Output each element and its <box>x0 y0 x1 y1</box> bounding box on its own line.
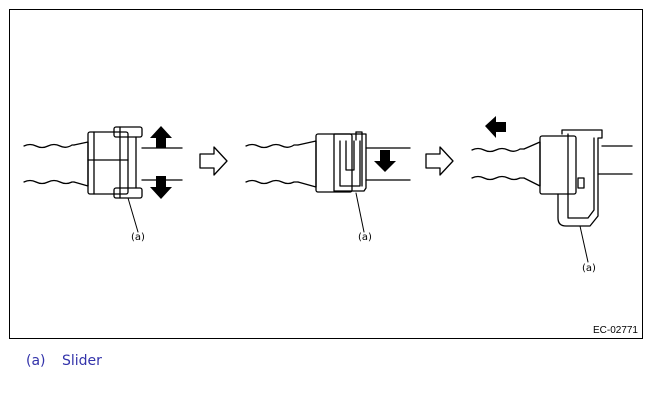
hose-lower-edge-2 <box>245 179 299 185</box>
hose-lower-edge-1 <box>23 179 75 185</box>
leader-line-1 <box>127 197 139 233</box>
hose-upper-edge-3 <box>471 147 525 153</box>
arrow-down-icon <box>150 176 172 199</box>
arrow-down-icon <box>374 150 396 172</box>
callout-a-3: (a) <box>582 263 596 274</box>
connector-body-3 <box>539 135 577 195</box>
arrow-up-icon <box>150 126 172 148</box>
tube-collar-2 <box>297 140 317 188</box>
connector-body-1 <box>87 131 129 195</box>
figure-code: EC-02771 <box>592 325 638 336</box>
callout-a-1: (a) <box>131 232 145 243</box>
leader-line-3 <box>579 225 589 263</box>
hose-upper-edge-2 <box>245 143 299 149</box>
callout-a-2: (a) <box>358 232 372 243</box>
legend-label: Slider <box>62 353 102 369</box>
arrow-left-icon <box>485 116 506 138</box>
diagram-frame: (a) (a) (a) EC-02771 <box>9 9 643 339</box>
step-2-connector <box>245 131 411 233</box>
slider-3 <box>557 129 603 227</box>
slider-top-1 <box>113 126 143 138</box>
legend: (a) Slider <box>26 353 102 369</box>
slider-2 <box>333 133 367 192</box>
hose-upper-edge-1 <box>23 143 75 149</box>
leader-line-2 <box>355 192 365 233</box>
tube-collar-3 <box>523 141 541 187</box>
step-3-connector <box>471 129 633 263</box>
legend-key: (a) <box>26 353 46 369</box>
arrow-right-outline-icon <box>425 146 454 176</box>
connector-diagram <box>23 116 633 263</box>
hose-lower-edge-3 <box>471 175 525 181</box>
tube-collar-1 <box>73 141 89 187</box>
arrow-right-outline-icon <box>199 146 228 176</box>
